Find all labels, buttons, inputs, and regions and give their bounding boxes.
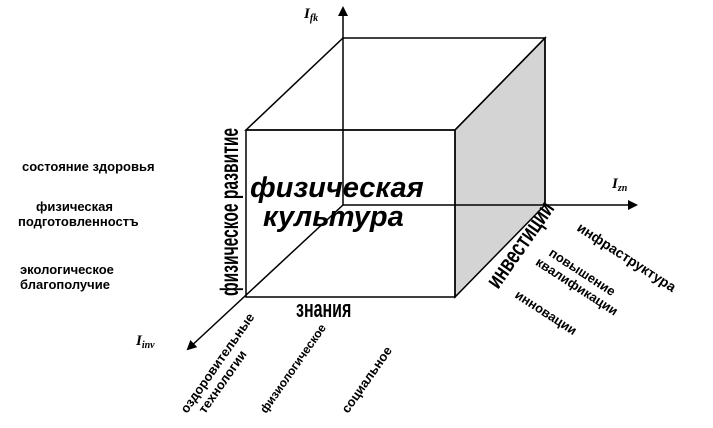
- depth-axis-label: Iinv: [135, 333, 155, 351]
- bottom-label-3: социальное: [338, 343, 395, 415]
- center-label-line1: физическая: [250, 172, 424, 204]
- left-face-label: физическое развитие: [216, 128, 244, 296]
- bottom-label-1: оздоровительные технологии: [177, 310, 257, 416]
- horizontal-axis-label: Izn: [611, 176, 628, 194]
- left-list-item: физическая: [36, 199, 113, 214]
- bottom-label-2: физиологическое: [257, 321, 329, 416]
- bottom-face-label: знания: [296, 297, 351, 323]
- right-label-3: инновации: [512, 287, 579, 338]
- svg-text:физиологическое: физиологическое: [257, 321, 329, 416]
- left-list-item: экологическое: [20, 262, 114, 277]
- svg-text:инновации: инновации: [512, 287, 579, 338]
- left-list-item: подготовленностъ: [18, 214, 139, 229]
- vertical-axis-label: Ifk: [303, 6, 318, 24]
- depth-axis: [186, 204, 344, 351]
- left-list-item: благополучие: [20, 277, 110, 292]
- center-label-line2: культура: [263, 201, 404, 233]
- left-list-item: состояние здоровья: [22, 159, 155, 174]
- svg-text:социальное: социальное: [338, 343, 395, 415]
